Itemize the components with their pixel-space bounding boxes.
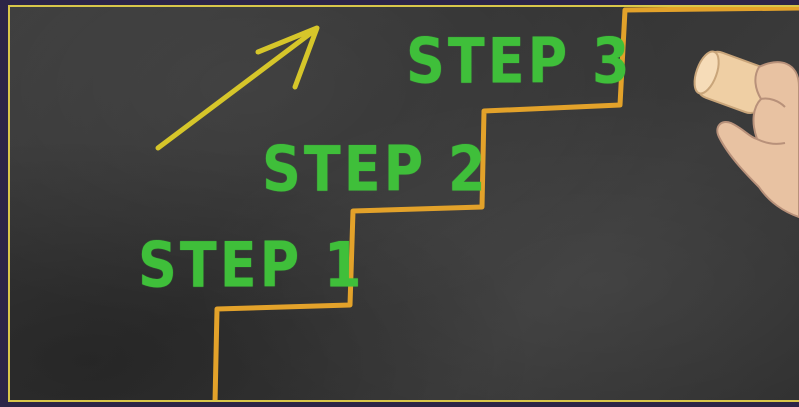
up-right-arrow-icon	[158, 28, 317, 148]
step-3-label: STEP 3	[406, 25, 633, 97]
chalkboard: STEP 1 STEP 2 STEP 3	[8, 5, 799, 402]
step-2-label: STEP 2	[262, 133, 489, 205]
hand-holding-chalk-icon	[689, 27, 799, 227]
step-1-label: STEP 1	[138, 229, 365, 301]
